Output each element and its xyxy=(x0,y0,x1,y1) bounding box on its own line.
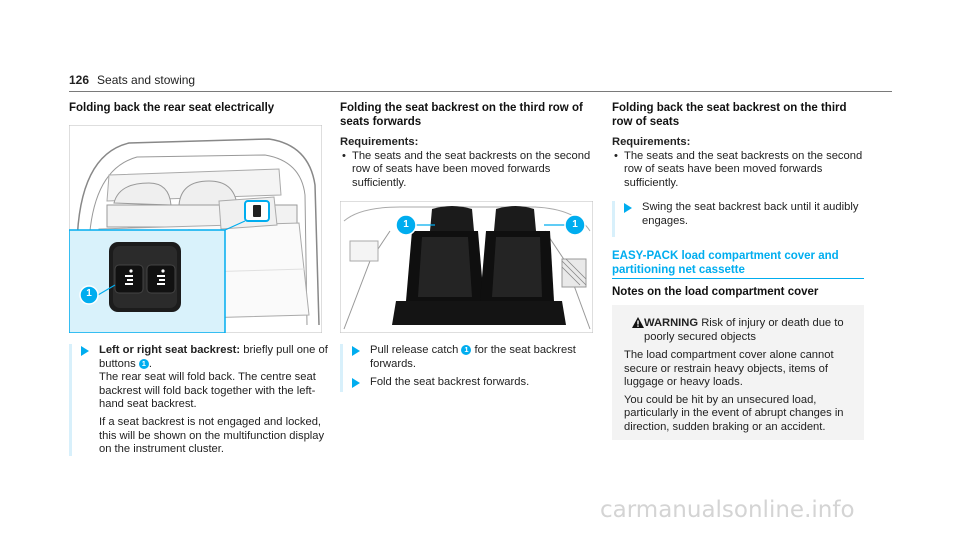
step-arrow-icon xyxy=(624,203,632,213)
page-header: 126 Seats and stowing xyxy=(69,73,195,87)
header-rule xyxy=(69,91,892,92)
col2-step1-b: for the seat backrest forwards. xyxy=(370,344,576,370)
step-text-b: . xyxy=(148,357,152,370)
seat-callout-left: 1 xyxy=(403,219,409,230)
notes-heading: Notes on the load compartment cover xyxy=(612,286,819,298)
col2-heading: Folding the seat backrest on the third r… xyxy=(340,102,583,128)
inset-callout: 1 xyxy=(86,288,92,299)
warning-para1: The load compartment cover alone cannot … xyxy=(624,349,834,389)
step-text-a: briefly pull one of buttons xyxy=(99,344,328,370)
seats-svg xyxy=(339,200,594,334)
warning-box: WARNING Risk of injury or death due to p… xyxy=(612,305,864,440)
step-title: Left or right seat backrest: xyxy=(99,344,241,356)
col2-requirements: Requirements: The seats and the seat bac… xyxy=(340,136,600,190)
watermark: carmanualsonline.info xyxy=(600,497,855,523)
col3-requirements: Requirements: The seats and the seat bac… xyxy=(612,136,864,190)
col2-step-bar xyxy=(340,344,343,392)
callout-1: 1 xyxy=(461,345,472,356)
col2-step1-a: Pull release catch xyxy=(370,344,462,356)
section-title: EASY-PACK load compartment cover and par… xyxy=(612,250,839,276)
col2-requirement: The seats and the seat backrests on the … xyxy=(340,150,600,191)
step-arrow-icon xyxy=(81,346,89,356)
trunk-illustration: 1 xyxy=(68,124,323,334)
warning-label: WARNING xyxy=(644,317,699,329)
col3-step-bar xyxy=(612,201,615,237)
warning-header: WARNING Risk of injury or death due to p… xyxy=(624,317,859,344)
col2-step2-text: Fold the seat backrest forwards. xyxy=(370,376,530,388)
section-name: Seats and stowing xyxy=(97,73,196,87)
col3-requirement: The seats and the seat backrests on the … xyxy=(612,150,864,191)
trunk-svg xyxy=(68,124,323,334)
col2-requirements-label: Requirements: xyxy=(340,136,419,148)
section-rule xyxy=(612,278,864,279)
col1-heading: Folding back the rear seat electrically xyxy=(69,102,275,114)
col1-para1: The rear seat will fold back. The centre… xyxy=(99,371,316,411)
step-arrow-icon xyxy=(352,346,360,356)
col1-step: Left or right seat backrest: briefly pul… xyxy=(81,344,339,457)
page-number: 126 xyxy=(69,73,90,87)
col1-step-bar xyxy=(69,344,72,456)
col3-heading: Folding back the seat backrest on the th… xyxy=(612,102,847,128)
col3-requirements-label: Requirements: xyxy=(612,136,691,148)
col3-step-text: Swing the seat backrest back until it au… xyxy=(642,201,859,227)
seat-callout-right: 1 xyxy=(572,219,578,230)
step-arrow-icon xyxy=(352,378,360,388)
col2-step2: Fold the seat backrest forwards. xyxy=(352,376,610,390)
warning-summary: Risk of injury or death due to poorly se… xyxy=(644,317,844,343)
col1-para2: If a seat backrest is not engaged and lo… xyxy=(99,415,325,456)
callout-1: 1 xyxy=(138,358,149,369)
warning-body: The load compartment cover alone cannot … xyxy=(624,349,852,435)
col2-step1: Pull release catch 1 for the seat backre… xyxy=(352,344,610,371)
warning-triangle-icon xyxy=(632,317,644,328)
col3-step: Swing the seat backrest back until it au… xyxy=(624,201,880,228)
warning-para2: You could be hit by an unsecured load, p… xyxy=(624,393,844,433)
seats-illustration: 1 1 xyxy=(339,200,594,334)
